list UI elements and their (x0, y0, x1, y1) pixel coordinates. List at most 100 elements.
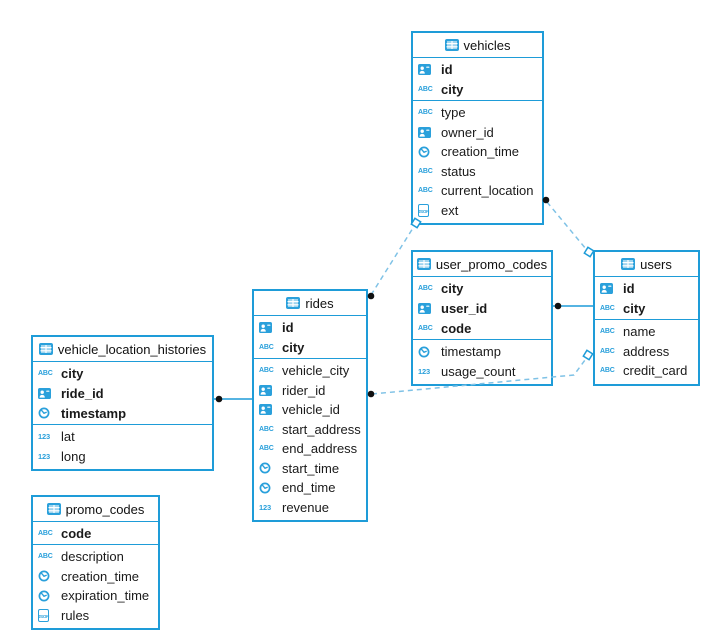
column-row: creation_time (33, 567, 158, 587)
clock-icon (259, 462, 278, 474)
connector-vehicles-users[interactable] (542, 196, 595, 258)
table-icon (286, 297, 300, 309)
column-name: start_time (282, 460, 340, 476)
column-row: end_time (254, 478, 366, 498)
column-name: description (61, 549, 124, 565)
column-name: start_address (282, 421, 361, 437)
column-name: name (623, 324, 656, 340)
abc-icon: ABC (600, 304, 615, 312)
number-icon: 123 (38, 451, 50, 461)
abc-icon: ABC (418, 324, 433, 332)
column-row: ABC vehicle_city (254, 361, 366, 381)
json-icon: JSON (418, 203, 437, 217)
table-header[interactable]: vehicles (413, 33, 542, 58)
abc-icon: ABC (259, 367, 274, 375)
column-name: vehicle_city (282, 363, 350, 379)
table-promo-codes[interactable]: promo_codes ABC code ABC description creat… (31, 495, 160, 630)
column-row: id (595, 278, 698, 298)
abc-icon: ABC (259, 343, 274, 351)
column-name: user_id (441, 300, 488, 316)
id-icon (259, 385, 278, 396)
columns-section: ABC description creation_time expiration_… (33, 545, 158, 628)
table-title: user_promo_codes (435, 256, 548, 272)
column-name: code (441, 320, 472, 336)
clock-icon (418, 346, 437, 358)
abc-icon: ABC (418, 167, 433, 175)
id-icon (600, 283, 619, 294)
number-icon: 123 (418, 366, 430, 376)
number-icon: 123 (259, 502, 271, 512)
connector-user-promo-codes-users[interactable] (553, 302, 593, 310)
column-row: ride_id (33, 383, 212, 403)
column-name: timestamp (61, 405, 127, 421)
column-row: ABC city (413, 79, 542, 99)
column-row: 123 long (33, 447, 212, 467)
column-row: ABC city (595, 298, 698, 318)
abc-icon: ABC (600, 347, 615, 355)
abc-icon: ABC (259, 445, 274, 453)
table-header[interactable]: user_promo_codes (413, 252, 551, 277)
column-name: expiration_time (61, 588, 150, 604)
abc-icon: ABC (418, 85, 433, 93)
column-row: creation_time (413, 142, 542, 162)
column-name: ext (441, 202, 459, 218)
table-icon (445, 39, 459, 51)
column-name: end_time (282, 480, 336, 496)
json-icon: JSON (38, 608, 57, 622)
abc-icon: ABC (600, 328, 615, 336)
column-name: creation_time (441, 144, 520, 160)
column-row: ABC name (595, 322, 698, 342)
column-name: current_location (441, 183, 534, 199)
table-header[interactable]: vehicle_location_histories (33, 337, 212, 362)
abc-icon: ABC (259, 425, 274, 433)
relation-diamond (582, 349, 594, 361)
primary-key-section: id ABC city (595, 277, 698, 320)
table-title: rides (305, 295, 334, 311)
abc-icon: ABC (38, 553, 53, 561)
column-name: timestamp (441, 344, 501, 360)
abc-icon: ABC (38, 529, 53, 537)
table-icon (621, 258, 635, 270)
column-row: JSON ext (413, 201, 542, 221)
column-name: long (61, 448, 86, 464)
column-row: vehicle_id (254, 400, 366, 420)
table-header[interactable]: rides (254, 291, 366, 316)
column-name: ride_id (61, 385, 104, 401)
table-icon (417, 258, 431, 270)
column-row: start_time (254, 459, 366, 479)
column-name: city (441, 81, 464, 97)
table-header[interactable]: promo_codes (33, 497, 158, 522)
table-header[interactable]: users (595, 252, 698, 277)
id-icon (259, 322, 278, 333)
column-name: city (441, 280, 464, 296)
column-name: status (441, 163, 476, 179)
id-icon (259, 404, 278, 415)
column-name: lat (61, 429, 75, 445)
connector-vehicle-location-histories-rides[interactable] (214, 395, 252, 403)
column-name: city (623, 300, 646, 316)
clock-icon (418, 146, 437, 158)
column-row: ABC start_address (254, 420, 366, 440)
table-title: promo_codes (65, 501, 145, 517)
column-row: timestamp (413, 342, 551, 362)
abc-icon: ABC (600, 367, 615, 375)
column-name: code (61, 525, 92, 541)
